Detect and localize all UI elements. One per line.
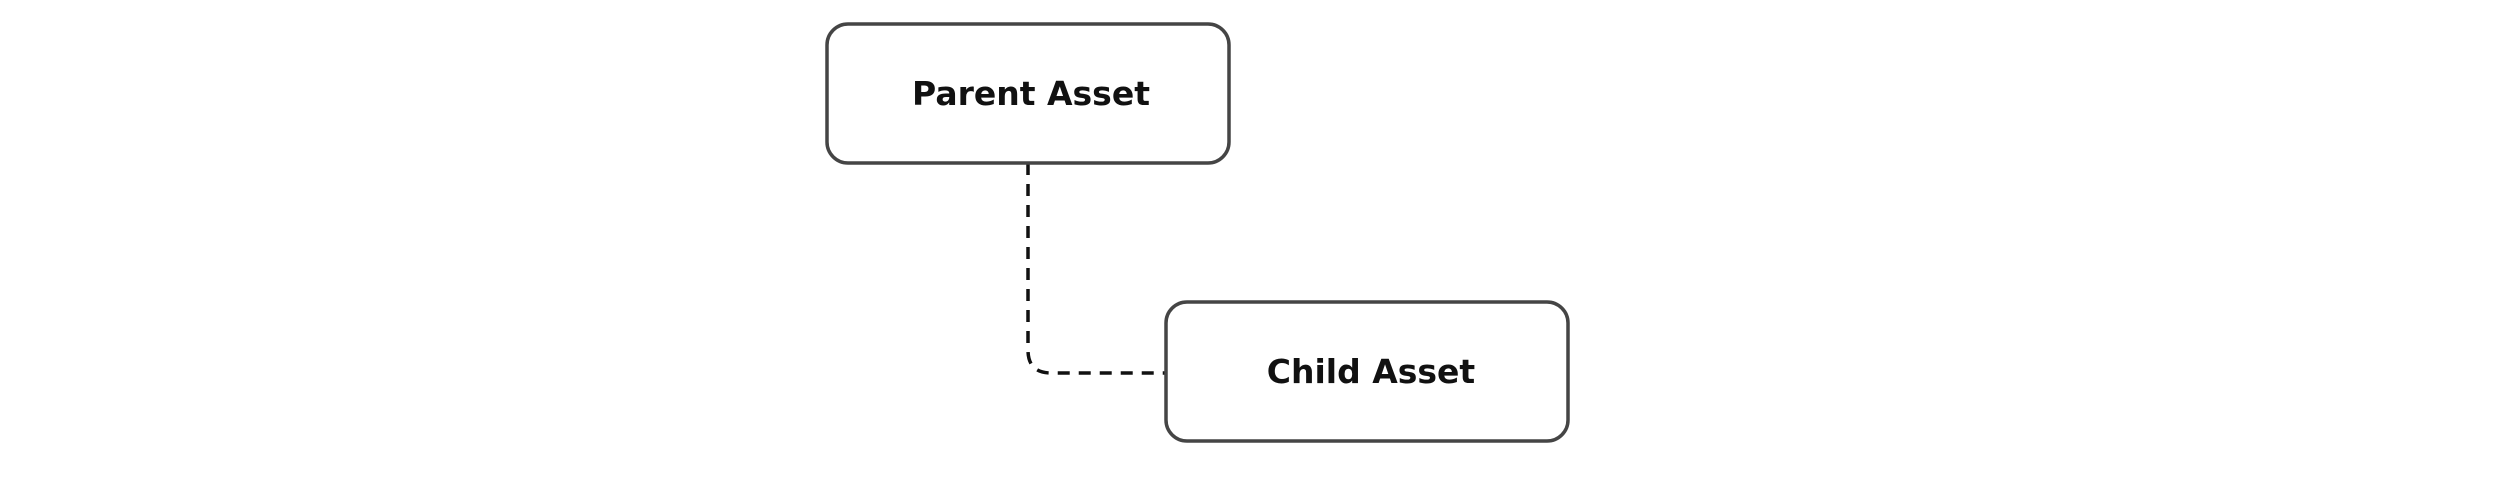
parent-asset-node[interactable]: Parent Asset — [825, 22, 1231, 165]
parent-asset-box — [825, 22, 1231, 165]
child-asset-node[interactable]: Child Asset — [1164, 300, 1570, 443]
child-asset-box — [1164, 300, 1570, 443]
parent-child-connector — [1026, 163, 1166, 375]
child-asset-label: Child Asset — [1267, 352, 1476, 391]
parent-asset-label: Parent Asset — [912, 74, 1150, 113]
